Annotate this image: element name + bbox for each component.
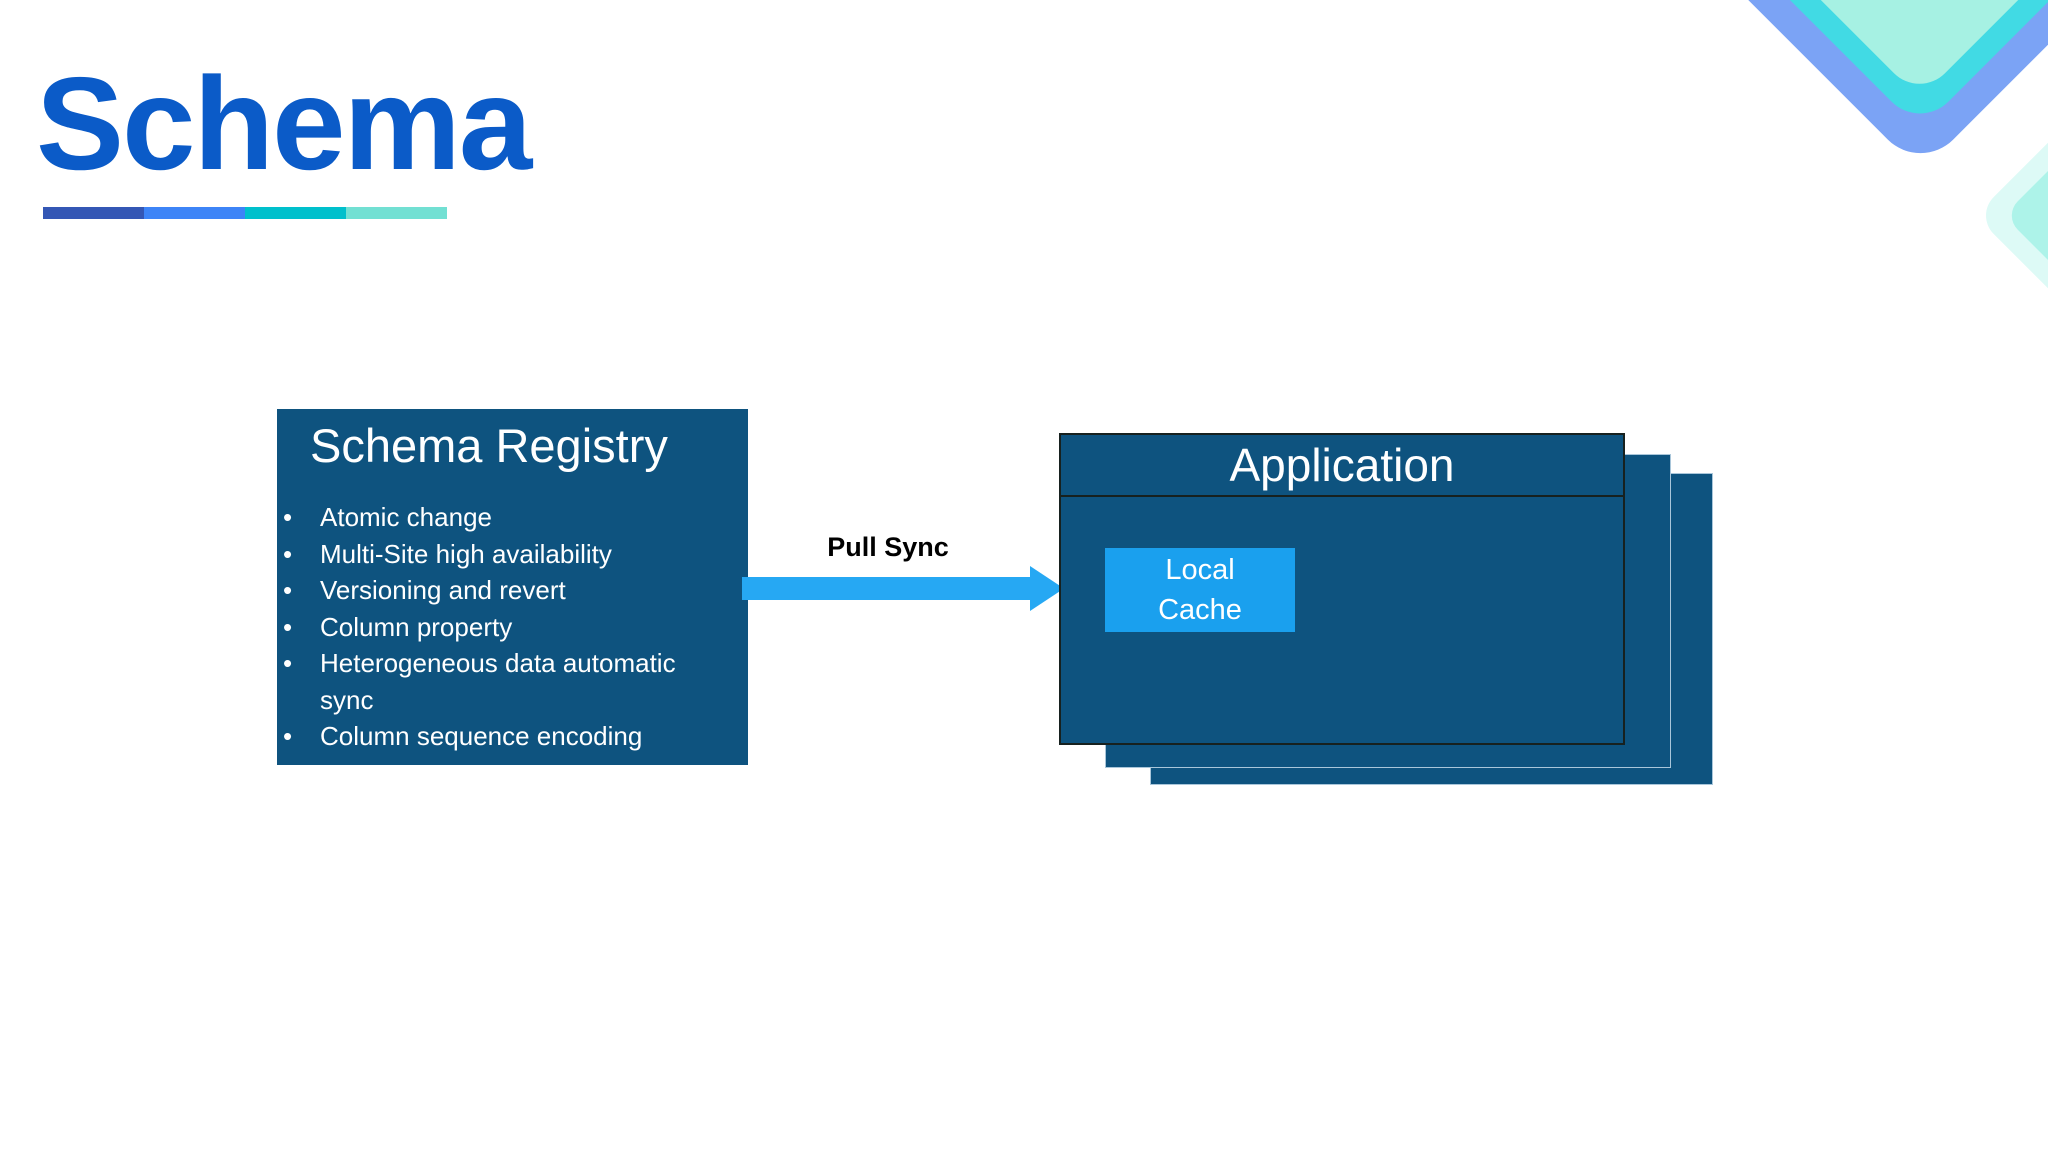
accent-bar-segment [43,207,144,219]
pull-sync-arrow-shaft [742,577,1034,600]
accent-bar-segment [245,207,346,219]
schema-registry-box: Schema Registry Atomic change Multi-Site… [277,409,748,765]
page-title: Schema [36,50,532,197]
pull-sync-label: Pull Sync [827,532,949,562]
application-title: Application [1061,435,1623,497]
feature-item: Column sequence encoding [277,718,730,755]
application-body: Local Cache [1061,497,1623,743]
accent-bar-segment [346,207,447,219]
title-accent-bar [43,207,447,219]
feature-item: Column property [277,609,730,646]
feature-item: Atomic change [277,499,730,536]
schema-registry-title: Schema Registry [310,419,668,472]
feature-item: Heterogeneous data automatic sync [277,645,730,718]
accent-bar-segment [144,207,245,219]
application-box-front: Application Local Cache [1059,433,1625,745]
local-cache-box: Local Cache [1105,548,1295,632]
feature-item: Versioning and revert [277,572,730,609]
local-cache-label-line: Local [1165,554,1235,586]
local-cache-label-line: Cache [1158,594,1242,626]
schema-registry-feature-list: Atomic change Multi-Site high availabili… [277,499,730,755]
feature-item: Multi-Site high availability [277,536,730,573]
